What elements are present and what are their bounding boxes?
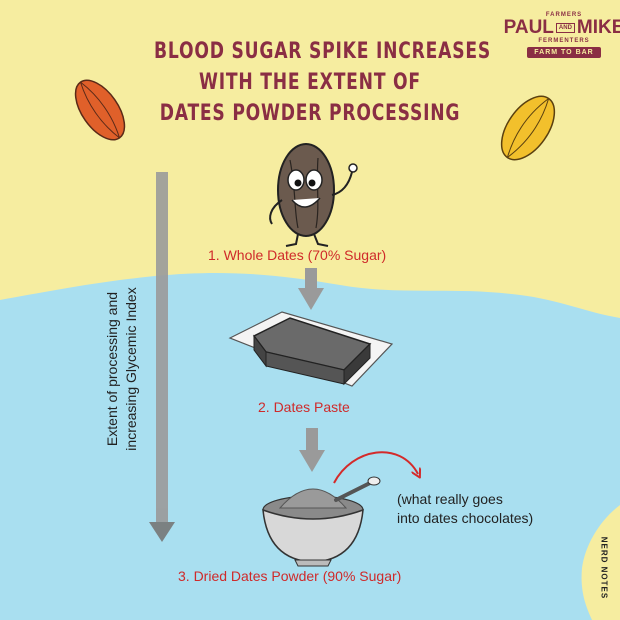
logo-tagline: FARM TO BAR xyxy=(527,47,601,58)
logo-brand: PAUL AND MIKE xyxy=(504,18,620,38)
cocoa-pod-yellow-icon xyxy=(500,95,556,161)
side-label-line-2: increasing Glycemic Index xyxy=(123,287,139,451)
step-arrow-2 xyxy=(299,428,325,472)
title-line-2: WITH THE EXTENT OF xyxy=(199,70,421,95)
corner-label-text: NERD NOTES xyxy=(599,536,609,600)
step-label-3: 3. Dried Dates Powder (90% Sugar) xyxy=(178,568,402,584)
corner-label: NERD NOTES xyxy=(596,528,612,608)
logo-top-text: FARMERS xyxy=(545,12,583,18)
processing-arrow-long xyxy=(149,172,175,542)
side-label: Extent of processing and increasing Glyc… xyxy=(100,234,144,504)
title-line-3: DATES POWDER PROCESSING xyxy=(159,101,461,126)
logo-brand-and: AND xyxy=(555,23,575,33)
step-arrow-1 xyxy=(298,268,324,310)
powder-bowl-icon xyxy=(262,476,381,567)
step-label-2: 2. Dates Paste xyxy=(258,399,350,415)
chocolate-note: (what really goes into dates chocolates) xyxy=(397,490,533,528)
yellow-corner-bottom-right xyxy=(581,505,620,620)
note-line-2: into dates chocolates) xyxy=(397,510,534,526)
note-line-1: (what really goes xyxy=(397,491,503,507)
brand-logo: FARMERS PAUL AND MIKE FERMENTERS FARM TO… xyxy=(504,12,620,82)
logo-brand-left: PAUL xyxy=(503,17,554,38)
step-label-1: 1. Whole Dates (70% Sugar) xyxy=(208,247,387,263)
cocoa-pod-orange-icon xyxy=(74,79,126,141)
logo-bottom-text: FERMENTERS xyxy=(538,38,590,44)
dates-paste-block-icon xyxy=(228,311,394,387)
date-fruit-character-icon xyxy=(269,143,358,247)
logo-brand-right: MIKE xyxy=(576,17,620,38)
side-label-line-1: Extent of processing and xyxy=(104,291,120,447)
red-curved-arrow xyxy=(333,451,418,484)
page-title: BLOOD SUGAR SPIKE INCREASES WITH THE EXT… xyxy=(154,36,492,129)
title-line-1: BLOOD SUGAR SPIKE INCREASES xyxy=(154,39,492,64)
